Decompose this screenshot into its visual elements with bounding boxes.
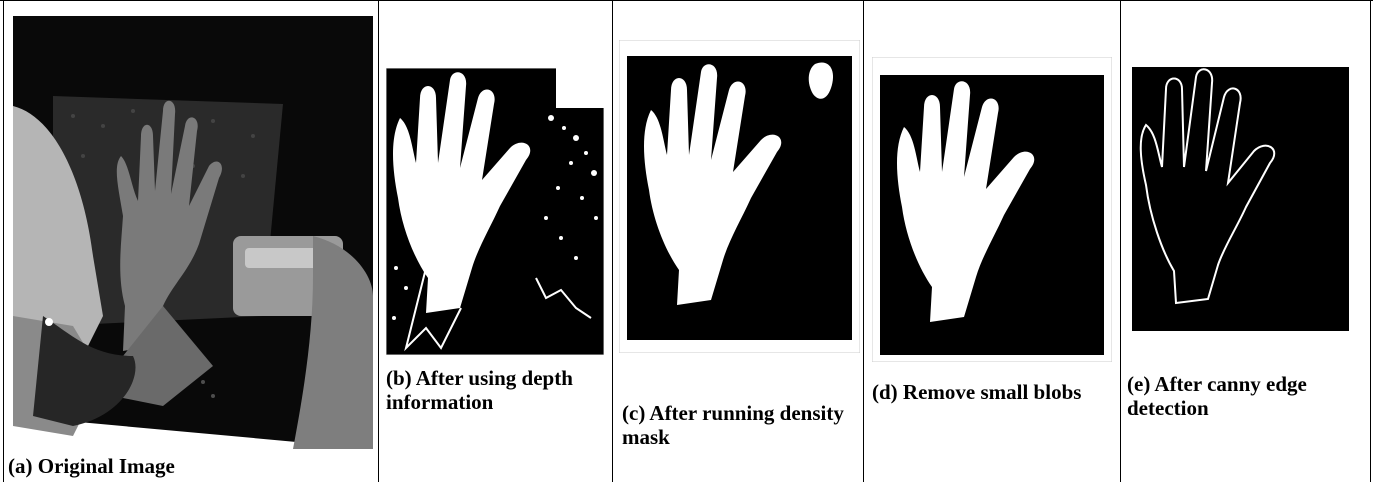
table-border-top <box>0 0 1373 1</box>
depth-image <box>386 68 604 355</box>
caption-d: (d) Remove small blobs <box>872 380 1112 404</box>
canny-edge-image <box>1128 67 1369 335</box>
density-mask-image <box>619 40 860 353</box>
cell-divider-4 <box>1120 0 1121 482</box>
original-image <box>13 16 373 449</box>
caption-e: (e) After canny edge detection <box>1127 372 1367 420</box>
table-border-right <box>1370 0 1371 482</box>
caption-a: (a) Original Image <box>8 454 368 478</box>
table-border-left <box>3 0 4 482</box>
cell-divider-3 <box>863 0 864 482</box>
blobs-removed-image <box>872 57 1112 362</box>
cell-divider-1 <box>378 0 379 482</box>
caption-b: (b) After using depth information <box>386 366 612 414</box>
caption-c: (c) After running density mask <box>622 401 862 449</box>
cell-divider-2 <box>612 0 613 482</box>
